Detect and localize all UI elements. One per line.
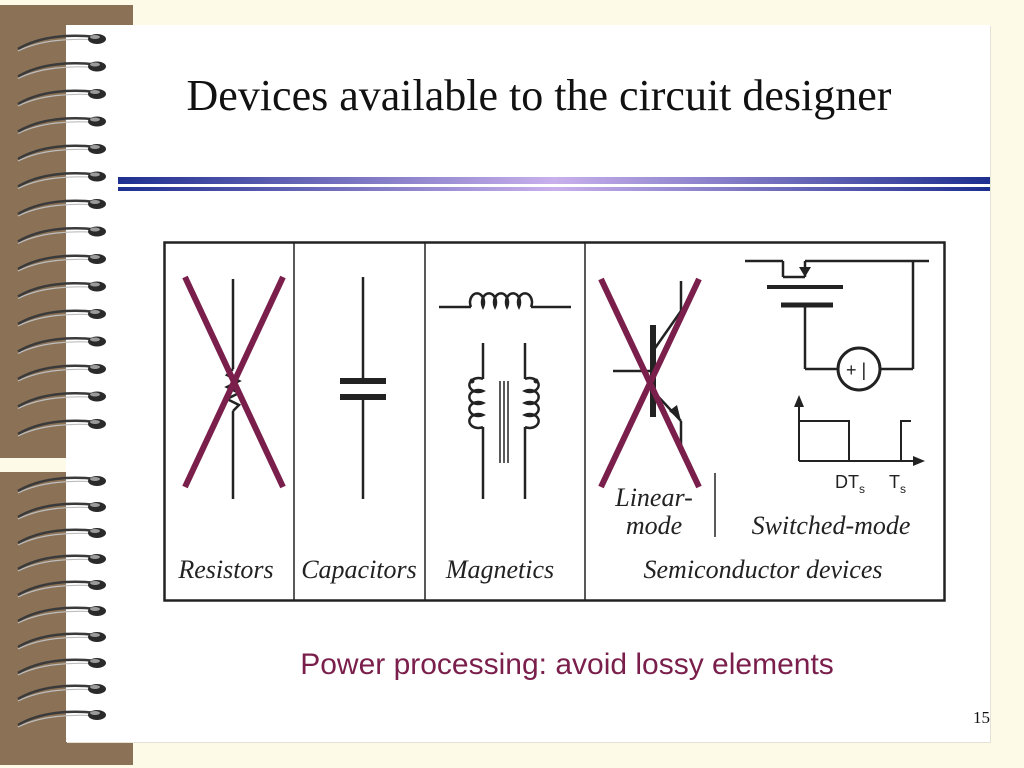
binder-ring (17, 116, 106, 135)
binder-ring (17, 419, 106, 437)
binder-ring (17, 34, 106, 52)
binder-ring (17, 502, 106, 520)
binder-ring (17, 89, 106, 107)
y-axis-arrow-icon (794, 395, 804, 407)
binder-ring (17, 391, 106, 410)
capacitor-symbol (340, 277, 386, 499)
binder-ring (17, 171, 106, 190)
dts-label: DTs (835, 472, 865, 496)
title-divider-rule (118, 177, 990, 191)
gate-arrow-icon (799, 267, 811, 277)
column-label-magnetics: Magnetics (445, 555, 554, 584)
inductor-symbol (439, 292, 571, 310)
binder-ring (17, 61, 106, 80)
slide-subtitle: Power processing: avoid lossy elements (300, 648, 834, 681)
polarity-dot (533, 378, 539, 384)
column-label-semiconductor-devices: Semiconductor devices (644, 555, 883, 584)
binder-ring (17, 554, 106, 572)
spiral-binding (17, 34, 106, 728)
slide-title: Devices available to the circuit designe… (186, 71, 892, 120)
transformer-symbol (468, 343, 540, 499)
switching-waveform (798, 401, 921, 462)
binder-ring (17, 254, 106, 272)
binder-ring (17, 606, 106, 624)
binder-ring (17, 580, 106, 598)
voltage-source-polarity: + | (846, 360, 866, 380)
binder-ring (17, 528, 106, 546)
binder-ring (17, 336, 106, 355)
linear-mode-label-line1: Linear- (614, 483, 692, 512)
binder-ring (17, 309, 106, 327)
binder-ring (17, 632, 106, 650)
device-diagram: + | DTs Ts Linear- mode Switched-mode Re… (163, 241, 946, 602)
binder-ring (17, 226, 106, 245)
binder-ring (17, 710, 106, 728)
binder-ring (17, 281, 106, 300)
binder-ring (17, 364, 106, 382)
resistor-cross-icon (182, 275, 286, 489)
binder-ring (17, 684, 106, 702)
column-label-capacitors: Capacitors (301, 555, 417, 584)
column-label-resistors: Resistors (177, 555, 273, 584)
linear-mode-cross-icon (598, 277, 702, 489)
linear-mode-label-line2: mode (626, 511, 682, 540)
emitter-arrow-icon (669, 405, 681, 421)
binder-ring (17, 658, 106, 676)
binder-ring (17, 199, 106, 217)
page-number: 15 (973, 708, 990, 727)
polarity-dot (469, 378, 475, 384)
ts-label: Ts (889, 472, 906, 496)
x-axis-arrow-icon (913, 456, 925, 466)
binder-ring (17, 476, 106, 494)
mosfet-switch-symbol (745, 259, 929, 392)
switched-mode-label: Switched-mode (752, 511, 911, 540)
binder-ring (17, 144, 106, 162)
